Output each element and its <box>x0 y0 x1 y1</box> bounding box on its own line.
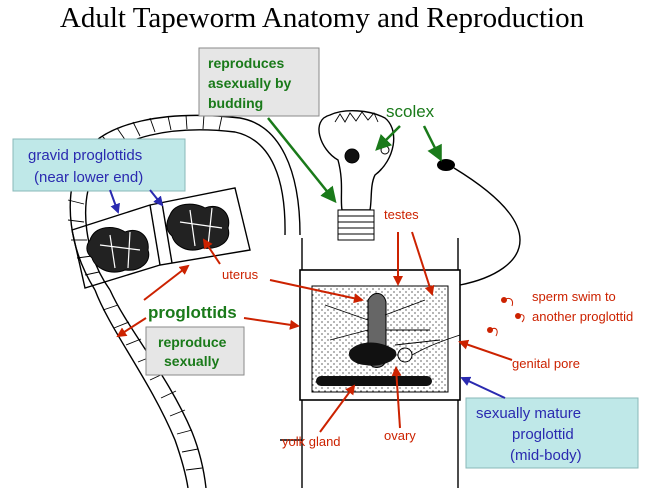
mature-label-line3: (mid-body) <box>510 447 582 464</box>
mature-label-line2: proglottid <box>512 426 574 443</box>
mature-box <box>465 397 639 469</box>
reproduce-box <box>145 326 245 376</box>
reproduce-label-line1: reproduce <box>158 334 227 350</box>
sperm-label-line2: another proglottid <box>532 309 633 324</box>
gravid-label-line2: (near lower end) <box>34 169 143 186</box>
sperm-label-line1: sperm swim to <box>532 289 616 304</box>
scolex-label: scolex <box>386 102 435 121</box>
reproduce-label-line2: sexually <box>164 353 219 369</box>
red-arrows <box>116 231 513 433</box>
genital-pore-label: genital pore <box>512 356 580 371</box>
gravid-label-line1: gravid proglottids <box>28 147 142 164</box>
testes-label: testes <box>384 207 419 222</box>
proglottids-label: proglottids <box>148 303 237 322</box>
mature-proglottid <box>280 238 461 488</box>
gravid-proglottid-segment <box>71 187 251 289</box>
ovary-label: ovary <box>384 428 416 443</box>
green-arrows <box>267 117 442 204</box>
worm-tail-right <box>437 159 521 286</box>
gravid-box <box>12 138 186 192</box>
yolk-gland-label: yolk gland <box>282 434 341 449</box>
scolex-drawing <box>318 110 395 241</box>
budding-label-line1: reproduces <box>208 55 284 71</box>
budding-label-line3: budding <box>208 95 263 111</box>
mature-label-line1: sexually mature <box>476 405 581 422</box>
blue-arrows <box>109 189 506 399</box>
uterus-label: uterus <box>222 267 259 282</box>
budding-box <box>198 47 320 117</box>
budding-label-line2: asexually by <box>208 75 291 91</box>
diagram-title: Adult Tapeworm Anatomy and Reproduction <box>60 2 585 34</box>
sperm-cells <box>487 297 525 337</box>
